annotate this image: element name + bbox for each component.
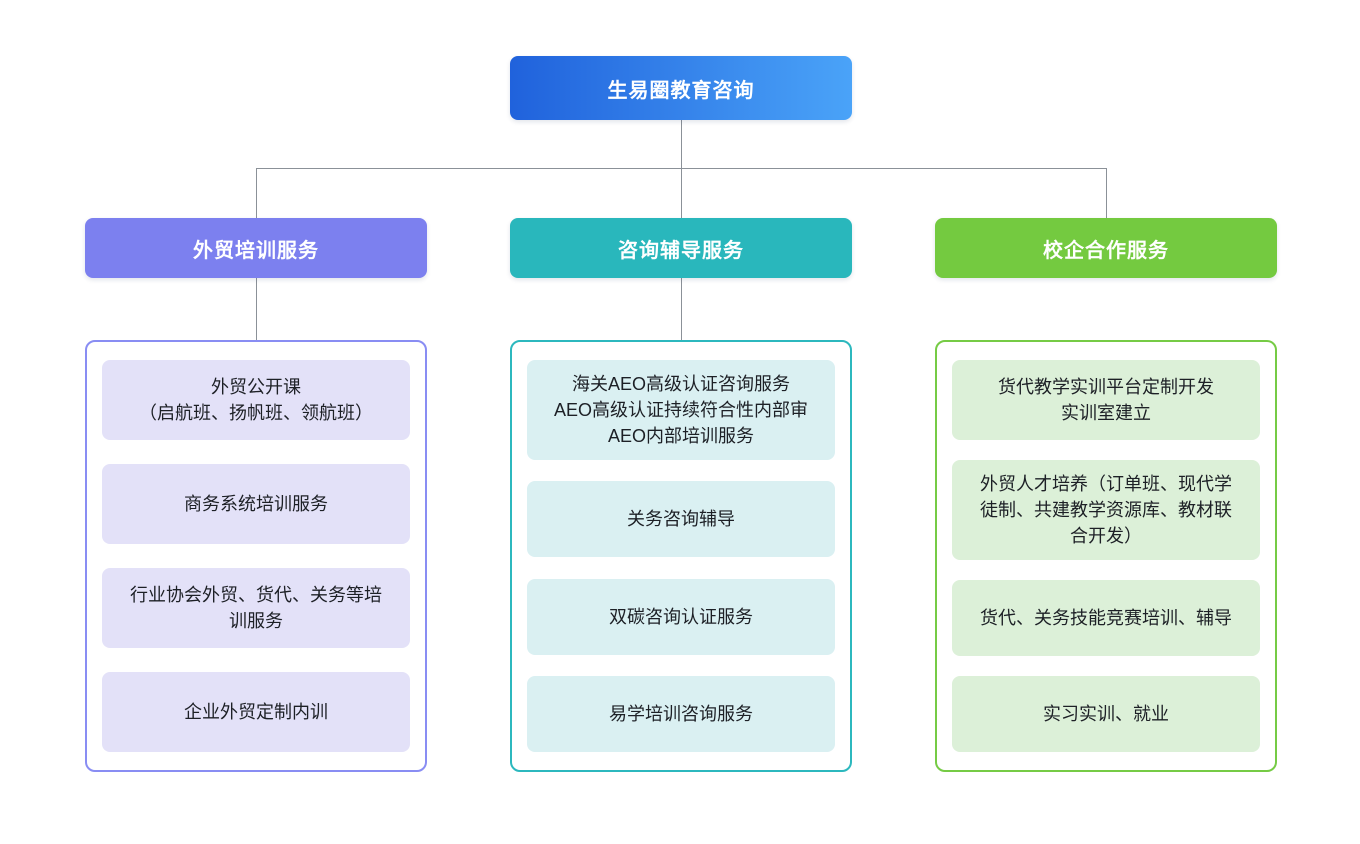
connector-drop-branch1 (256, 168, 257, 218)
branch1-item-group: 外贸公开课 （启航班、扬帆班、领航班） 商务系统培训服务 行业协会外贸、货代、关… (85, 340, 427, 772)
connector-root-stem (681, 120, 682, 168)
connector-drop-branch3 (1106, 168, 1107, 218)
branch2-item-group: 海关AEO高级认证咨询服务 AEO高级认证持续符合性内部审 AEO内部培训服务 … (510, 340, 852, 772)
connector-branch2-to-container (681, 278, 682, 340)
root-node: 生易圈教育咨询 (510, 56, 852, 120)
diagram-node: 海关AEO高级认证咨询服务 AEO高级认证持续符合性内部审 AEO内部培训服务 (527, 360, 835, 460)
diagram-node: 行业协会外贸、货代、关务等培 训服务 (102, 568, 410, 648)
branch-header-school-enterprise-cooperation: 校企合作服务 (935, 218, 1277, 278)
diagram-node: 商务系统培训服务 (102, 464, 410, 544)
diagram-node: 企业外贸定制内训 (102, 672, 410, 752)
connector-drop-branch2 (681, 168, 682, 218)
branch-header-foreign-trade-training: 外贸培训服务 (85, 218, 427, 278)
diagram-node: 易学培训咨询服务 (527, 675, 835, 752)
diagram-node: 实习实训、就业 (952, 676, 1260, 752)
branch-header-label: 校企合作服务 (1043, 239, 1169, 262)
diagram-node: 外贸公开课 （启航班、扬帆班、领航班） (102, 360, 410, 440)
diagram-node: 关务咨询辅导 (527, 481, 835, 558)
root-node-label: 生易圈教育咨询 (607, 79, 755, 102)
diagram-node: 双碳咨询认证服务 (527, 578, 835, 655)
branch-header-label: 外贸培训服务 (193, 239, 319, 262)
branch-header-consulting-coaching: 咨询辅导服务 (510, 218, 852, 278)
connector-branch1-to-container (256, 278, 257, 340)
diagram-node: 货代、关务技能竞赛培训、辅导 (952, 580, 1260, 656)
branch3-item-group: 货代教学实训平台定制开发 实训室建立 外贸人才培养（订单班、现代学 徒制、共建教… (935, 340, 1277, 772)
diagram-node: 货代教学实训平台定制开发 实训室建立 (952, 360, 1260, 440)
branch-header-label: 咨询辅导服务 (618, 239, 744, 262)
diagram-node: 外贸人才培养（订单班、现代学 徒制、共建教学资源库、教材联 合开发） (952, 460, 1260, 560)
